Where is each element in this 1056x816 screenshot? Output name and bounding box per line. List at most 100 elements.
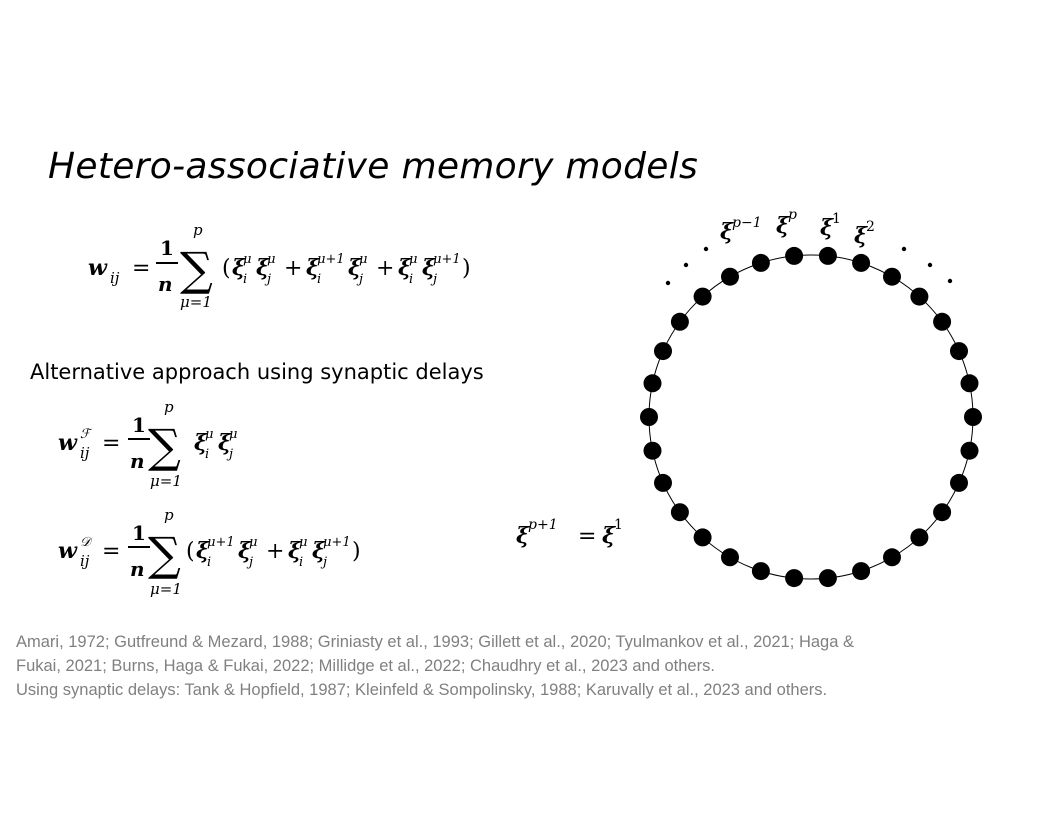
ellipsis-dot-right-3 <box>947 278 953 284</box>
ellipsis-dot-right-1 <box>901 246 907 252</box>
ring-label-xi-p-minus-1: ξ p−1 <box>720 215 762 245</box>
eq3-lhs-sub: ij <box>80 552 90 570</box>
svg-text:ξ: ξ <box>602 523 616 549</box>
svg-text:i: i <box>207 555 211 570</box>
svg-text:μ+1: μ+1 <box>317 252 345 267</box>
ring-nodes <box>640 246 982 588</box>
svg-text:ξ: ξ <box>422 255 436 281</box>
svg-text:i: i <box>299 555 303 570</box>
ring-node <box>883 548 901 567</box>
svg-text:ξ: ξ <box>218 430 232 456</box>
equation-w-ij-f: w ℱ ij = 1 n ∑ p μ=1 ξ μ i ξ μ j <box>58 398 237 490</box>
subheading: Alternative approach using synaptic dela… <box>30 360 484 384</box>
svg-text:1: 1 <box>832 211 841 227</box>
ring-node <box>964 408 982 426</box>
svg-text:j: j <box>246 555 253 570</box>
ring-node <box>852 253 871 272</box>
ring-node <box>910 287 929 306</box>
svg-text:μ: μ <box>299 535 307 550</box>
eq2-lhs-sub: ij <box>80 444 90 462</box>
ring-node <box>654 473 672 492</box>
reference-line-1: Amari, 1972; Gutfreund & Mezard, 1988; G… <box>16 633 854 651</box>
eq2-frac-num: 1 <box>132 413 146 437</box>
ring-node <box>883 267 901 286</box>
svg-text:): ) <box>352 539 361 564</box>
eq3-lhs-sup: 𝒟 <box>80 535 93 550</box>
svg-text:j: j <box>430 272 437 287</box>
ring-node <box>670 312 689 331</box>
reference-line-3: Using synaptic delays: Tank & Hopfield, … <box>16 681 828 699</box>
svg-text:ξ: ξ <box>306 255 320 281</box>
eq3-frac-den: n <box>130 557 145 581</box>
ring-node <box>818 246 837 265</box>
ring-node <box>852 562 871 581</box>
eq2-frac-den: n <box>130 449 145 473</box>
ring-node <box>643 441 662 460</box>
ring-node <box>751 253 770 272</box>
eq3-equals: = <box>102 539 120 564</box>
ellipsis-dot-left-2 <box>683 262 689 268</box>
svg-text:ξ: ξ <box>516 523 530 549</box>
svg-text:(: ( <box>222 256 231 281</box>
ring-node <box>721 548 739 567</box>
svg-text:ξ: ξ <box>854 223 868 249</box>
svg-text:ξ: ξ <box>194 430 208 456</box>
eq1-lhs: w <box>88 255 108 281</box>
svg-text:μ: μ <box>243 252 251 267</box>
eq1-frac-den: n <box>158 272 173 296</box>
svg-text:μ: μ <box>409 252 417 267</box>
ring-node <box>960 374 979 393</box>
ring-node <box>751 562 770 581</box>
svg-text:ξ: ξ <box>820 215 834 241</box>
svg-text:μ+1: μ+1 <box>323 535 351 550</box>
svg-text:ξ: ξ <box>238 538 252 564</box>
svg-text:+: + <box>376 256 394 281</box>
reference-line-2: Fukai, 2021; Burns, Haga & Fukai, 2022; … <box>16 657 715 675</box>
svg-text:i: i <box>205 447 209 462</box>
ring-node <box>654 342 672 361</box>
ring-label-xi-2: ξ 2 <box>854 219 875 249</box>
svg-text:i: i <box>409 272 413 287</box>
svg-text:p: p <box>788 207 797 223</box>
svg-text:+: + <box>266 539 284 564</box>
ring-node <box>818 569 837 588</box>
ring-node <box>950 342 968 361</box>
ellipsis-dot-left-3 <box>703 246 709 252</box>
svg-text:i: i <box>317 272 321 287</box>
ring-node <box>693 287 712 306</box>
ring-label-xi-p: ξ p <box>776 207 797 239</box>
ellipsis-dot-right-2 <box>927 262 933 268</box>
svg-text:j: j <box>226 447 233 462</box>
svg-text:μ: μ <box>267 252 275 267</box>
ring-node <box>670 503 689 522</box>
eq1-sum-upper: p <box>193 221 203 239</box>
ring-node <box>910 528 929 547</box>
svg-text:ξ: ξ <box>312 538 326 564</box>
ring-node <box>785 569 804 588</box>
equation-w-ij: w ij = 1 n ∑ p μ=1 ( ξ μ i ξ μ j + ξ μ+1… <box>88 221 471 311</box>
svg-text:p−1: p−1 <box>732 215 762 231</box>
eq2-body: ξ μ i ξ μ j <box>194 427 237 462</box>
ring-node <box>933 503 952 522</box>
svg-text:ξ: ξ <box>720 219 734 245</box>
eq3-sum-sign: ∑ <box>148 527 181 581</box>
svg-text:2: 2 <box>866 219 875 235</box>
eq2-lhs: w <box>58 430 78 456</box>
svg-text:j: j <box>320 555 327 570</box>
svg-text:1: 1 <box>614 517 623 533</box>
ring-node <box>640 408 658 426</box>
svg-text:ξ: ξ <box>196 538 210 564</box>
eq3-body: ( ξ μ+1 i ξ μ j + ξ μ i ξ μ+1 j ) <box>186 535 361 570</box>
ring-node <box>721 267 739 286</box>
ring-node <box>643 374 662 393</box>
eq3-sum-upper: p <box>164 506 174 524</box>
svg-text:=: = <box>578 524 596 549</box>
svg-text:(: ( <box>186 539 195 564</box>
eq3-frac-num: 1 <box>132 521 146 545</box>
svg-text:μ: μ <box>249 535 257 550</box>
eq3-sum-lower: μ=1 <box>150 580 182 598</box>
svg-text:j: j <box>356 272 363 287</box>
svg-text:j: j <box>264 272 271 287</box>
eq1-lhs-sub: ij <box>110 269 120 287</box>
pattern-ring-diagram: ξ p−1 ξ p ξ 1 ξ 2 <box>640 207 982 588</box>
